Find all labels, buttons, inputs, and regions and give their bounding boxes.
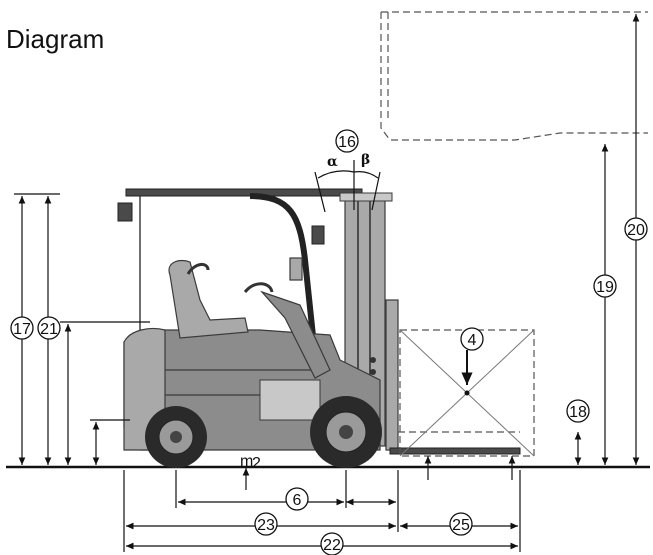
rear-wheel (145, 406, 207, 468)
label-20: 20 (624, 217, 648, 241)
steering-column (243, 257, 331, 379)
mass-label: m 2 (240, 453, 261, 472)
raised-load-outline (380, 11, 648, 141)
seat (168, 259, 249, 339)
label-23-text: 23 (257, 517, 275, 534)
alpha-label: α (327, 154, 338, 170)
label-21: 21 (37, 316, 61, 340)
label-22: 22 (320, 532, 344, 555)
page-title: Diagram (6, 24, 105, 54)
label-4-text: 4 (468, 332, 477, 349)
label-19: 19 (593, 274, 617, 298)
label-18: 18 (566, 399, 590, 423)
front-wheel (310, 396, 382, 468)
mass-m: m (240, 453, 253, 470)
fork (385, 299, 521, 455)
tilt-angles: α β (314, 152, 381, 213)
label-16: 16 (335, 129, 359, 153)
label-20-text: 20 (627, 222, 645, 239)
label-25: 25 (449, 512, 473, 536)
label-25-text: 25 (452, 517, 470, 534)
label-21-text: 21 (40, 321, 58, 338)
label-23: 23 (254, 512, 278, 536)
label-6: 6 (285, 487, 309, 511)
overhead-guard (117, 188, 363, 356)
label-22-text: 22 (323, 537, 341, 554)
label-16-text: 16 (338, 134, 356, 151)
label-17-text: 17 (13, 321, 31, 338)
label-6-text: 6 (293, 492, 302, 509)
label-17: 17 (10, 316, 34, 340)
beta-label: β (361, 152, 370, 168)
label-19-text: 19 (596, 279, 614, 296)
label-4: 4 (460, 327, 484, 351)
mass-subscript: 2 (252, 455, 261, 472)
label-18-text: 18 (569, 404, 587, 421)
